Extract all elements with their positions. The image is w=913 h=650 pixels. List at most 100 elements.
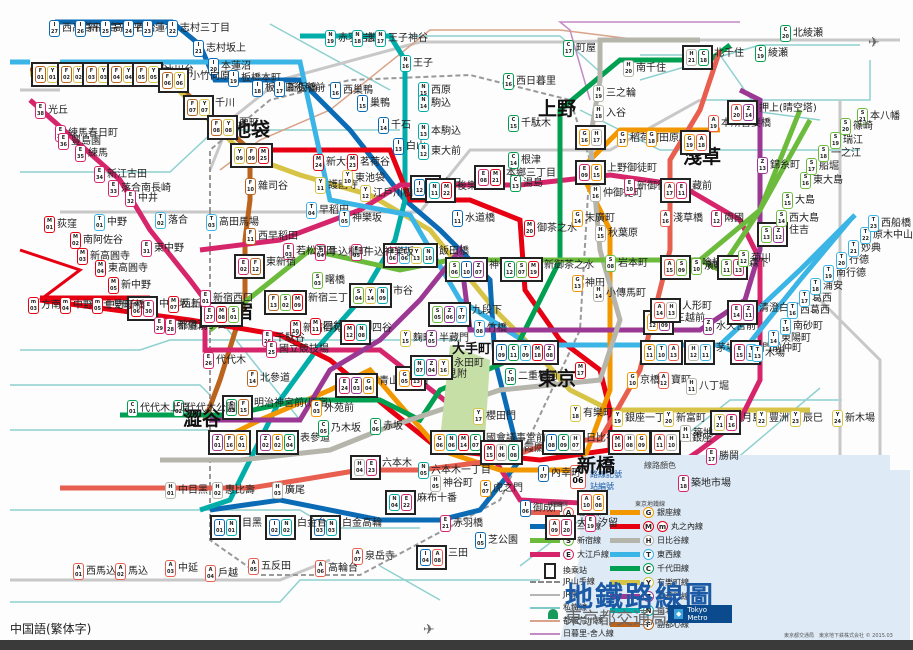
station-marker[interactable]: E32	[125, 190, 136, 207]
station-marker[interactable]: E34	[94, 166, 105, 183]
station-marker[interactable]: T18	[810, 278, 821, 295]
station-marker[interactable]: A16	[660, 210, 671, 227]
station-marker[interactable]: E14Z11	[727, 300, 758, 325]
station-marker[interactable]: H01	[165, 482, 176, 499]
station-marker[interactable]: T04	[306, 202, 317, 219]
station-marker[interactable]: S05Z06T07	[428, 302, 471, 327]
station-marker[interactable]: C12S07M19	[500, 257, 543, 282]
station-marker[interactable]: E12	[711, 210, 722, 227]
station-marker[interactable]: I27	[49, 20, 60, 37]
station-marker[interactable]: G19A18	[680, 130, 711, 155]
station-marker[interactable]: E33	[108, 180, 119, 197]
station-marker[interactable]: A20Z14	[727, 100, 758, 125]
station-marker[interactable]: S04Y14N09	[349, 283, 392, 308]
station-marker[interactable]: Y12	[360, 185, 371, 202]
station-marker[interactable]: H16	[590, 185, 601, 202]
station-marker[interactable]: C13	[510, 175, 521, 192]
station-marker[interactable]: I07	[538, 465, 549, 482]
station-marker[interactable]: H03	[272, 482, 283, 499]
station-marker[interactable]: E19	[585, 515, 596, 532]
station-marker[interactable]: C02	[173, 400, 184, 417]
station-marker[interactable]: H14	[593, 285, 604, 302]
station-marker[interactable]: I24	[123, 20, 134, 37]
station-marker[interactable]: H19	[593, 85, 604, 102]
station-marker[interactable]: E01	[200, 290, 211, 307]
station-marker[interactable]: M24	[313, 154, 324, 171]
station-marker[interactable]: A17E11	[660, 178, 691, 203]
station-marker[interactable]: F10	[245, 178, 256, 195]
station-marker[interactable]: E09G15	[575, 160, 606, 185]
station-marker[interactable]: S15	[782, 192, 793, 209]
station-marker[interactable]: M11	[310, 318, 321, 335]
station-marker[interactable]: Y15	[400, 330, 411, 347]
station-marker[interactable]: C03F15	[222, 395, 253, 420]
station-marker[interactable]: N12	[418, 143, 429, 160]
station-marker[interactable]: S14	[776, 210, 787, 227]
station-marker[interactable]: M04	[95, 260, 106, 277]
station-marker[interactable]: I21	[193, 40, 204, 57]
station-marker[interactable]: Z01F16G01	[208, 430, 251, 455]
station-marker[interactable]: I02N02	[265, 515, 296, 540]
station-marker[interactable]: m05	[92, 297, 103, 314]
station-marker[interactable]: I05	[475, 532, 486, 549]
station-marker[interactable]: M01	[44, 216, 55, 233]
station-marker[interactable]: S19	[830, 132, 841, 149]
station-marker[interactable]: H02	[212, 482, 223, 499]
station-marker[interactable]: M06E30	[127, 296, 158, 321]
station-marker[interactable]: H12T11	[684, 340, 715, 365]
station-marker[interactable]: T03	[206, 214, 217, 231]
station-marker[interactable]: I08C09H07	[542, 430, 585, 455]
station-marker[interactable]: E38	[35, 102, 46, 119]
station-marker[interactable]: E35	[75, 145, 86, 162]
station-marker[interactable]: A03	[165, 560, 176, 577]
station-marker[interactable]: C06	[370, 418, 381, 435]
station-marker[interactable]: M15H06C08	[480, 440, 523, 465]
station-marker[interactable]: F11	[245, 228, 256, 245]
station-marker[interactable]: S21	[857, 108, 868, 125]
station-marker[interactable]: E36	[58, 133, 69, 150]
station-marker[interactable]: C10	[505, 368, 516, 385]
station-marker[interactable]: I19	[228, 70, 239, 87]
station-marker[interactable]: I11	[452, 210, 463, 227]
station-marker[interactable]: Y20	[663, 410, 674, 427]
station-marker[interactable]: S20	[840, 118, 851, 135]
station-marker[interactable]: A12	[658, 372, 669, 389]
station-marker[interactable]: A06	[315, 560, 326, 577]
station-marker[interactable]: H05	[430, 475, 441, 492]
station-marker[interactable]: S18	[818, 145, 829, 162]
station-marker[interactable]: I06	[520, 500, 531, 517]
station-marker[interactable]: I20	[208, 58, 219, 75]
station-marker[interactable]: m03	[28, 297, 39, 314]
station-marker[interactable]: N18	[352, 30, 363, 47]
station-marker[interactable]: I14	[378, 117, 389, 134]
station-marker[interactable]: A19	[708, 115, 719, 132]
station-marker[interactable]: M03	[77, 248, 88, 265]
station-marker[interactable]: C20	[780, 25, 791, 42]
station-marker[interactable]: M07	[168, 296, 179, 313]
station-marker[interactable]: N11M22	[425, 178, 456, 203]
station-marker[interactable]: I26	[75, 20, 86, 37]
station-marker[interactable]: T22	[860, 227, 871, 244]
station-marker[interactable]: H11	[680, 425, 691, 442]
station-marker[interactable]: E21	[440, 515, 451, 532]
station-marker[interactable]: C15	[508, 115, 519, 132]
station-marker[interactable]: Z13	[757, 157, 768, 174]
station-marker[interactable]: E25	[266, 341, 277, 358]
station-marker[interactable]: C01	[127, 400, 138, 417]
station-marker[interactable]: A15S09	[660, 255, 691, 280]
station-marker[interactable]: E28	[165, 318, 176, 335]
station-marker[interactable]: A05	[248, 558, 259, 575]
station-marker[interactable]: I17	[274, 80, 285, 97]
station-marker[interactable]: Y10	[342, 170, 353, 187]
station-marker[interactable]: T01	[94, 214, 105, 231]
station-marker[interactable]: N13	[418, 123, 429, 140]
station-marker[interactable]: I04A08	[416, 545, 447, 570]
station-marker[interactable]: M05	[108, 277, 119, 294]
station-marker[interactable]: A07	[352, 548, 363, 565]
station-marker[interactable]: T17	[799, 290, 810, 307]
station-marker[interactable]: I16	[330, 82, 341, 99]
station-marker[interactable]: E31	[141, 240, 152, 257]
station-marker[interactable]: T14	[768, 330, 779, 347]
station-marker[interactable]: C14	[508, 152, 519, 169]
station-marker[interactable]: E17	[706, 448, 717, 465]
